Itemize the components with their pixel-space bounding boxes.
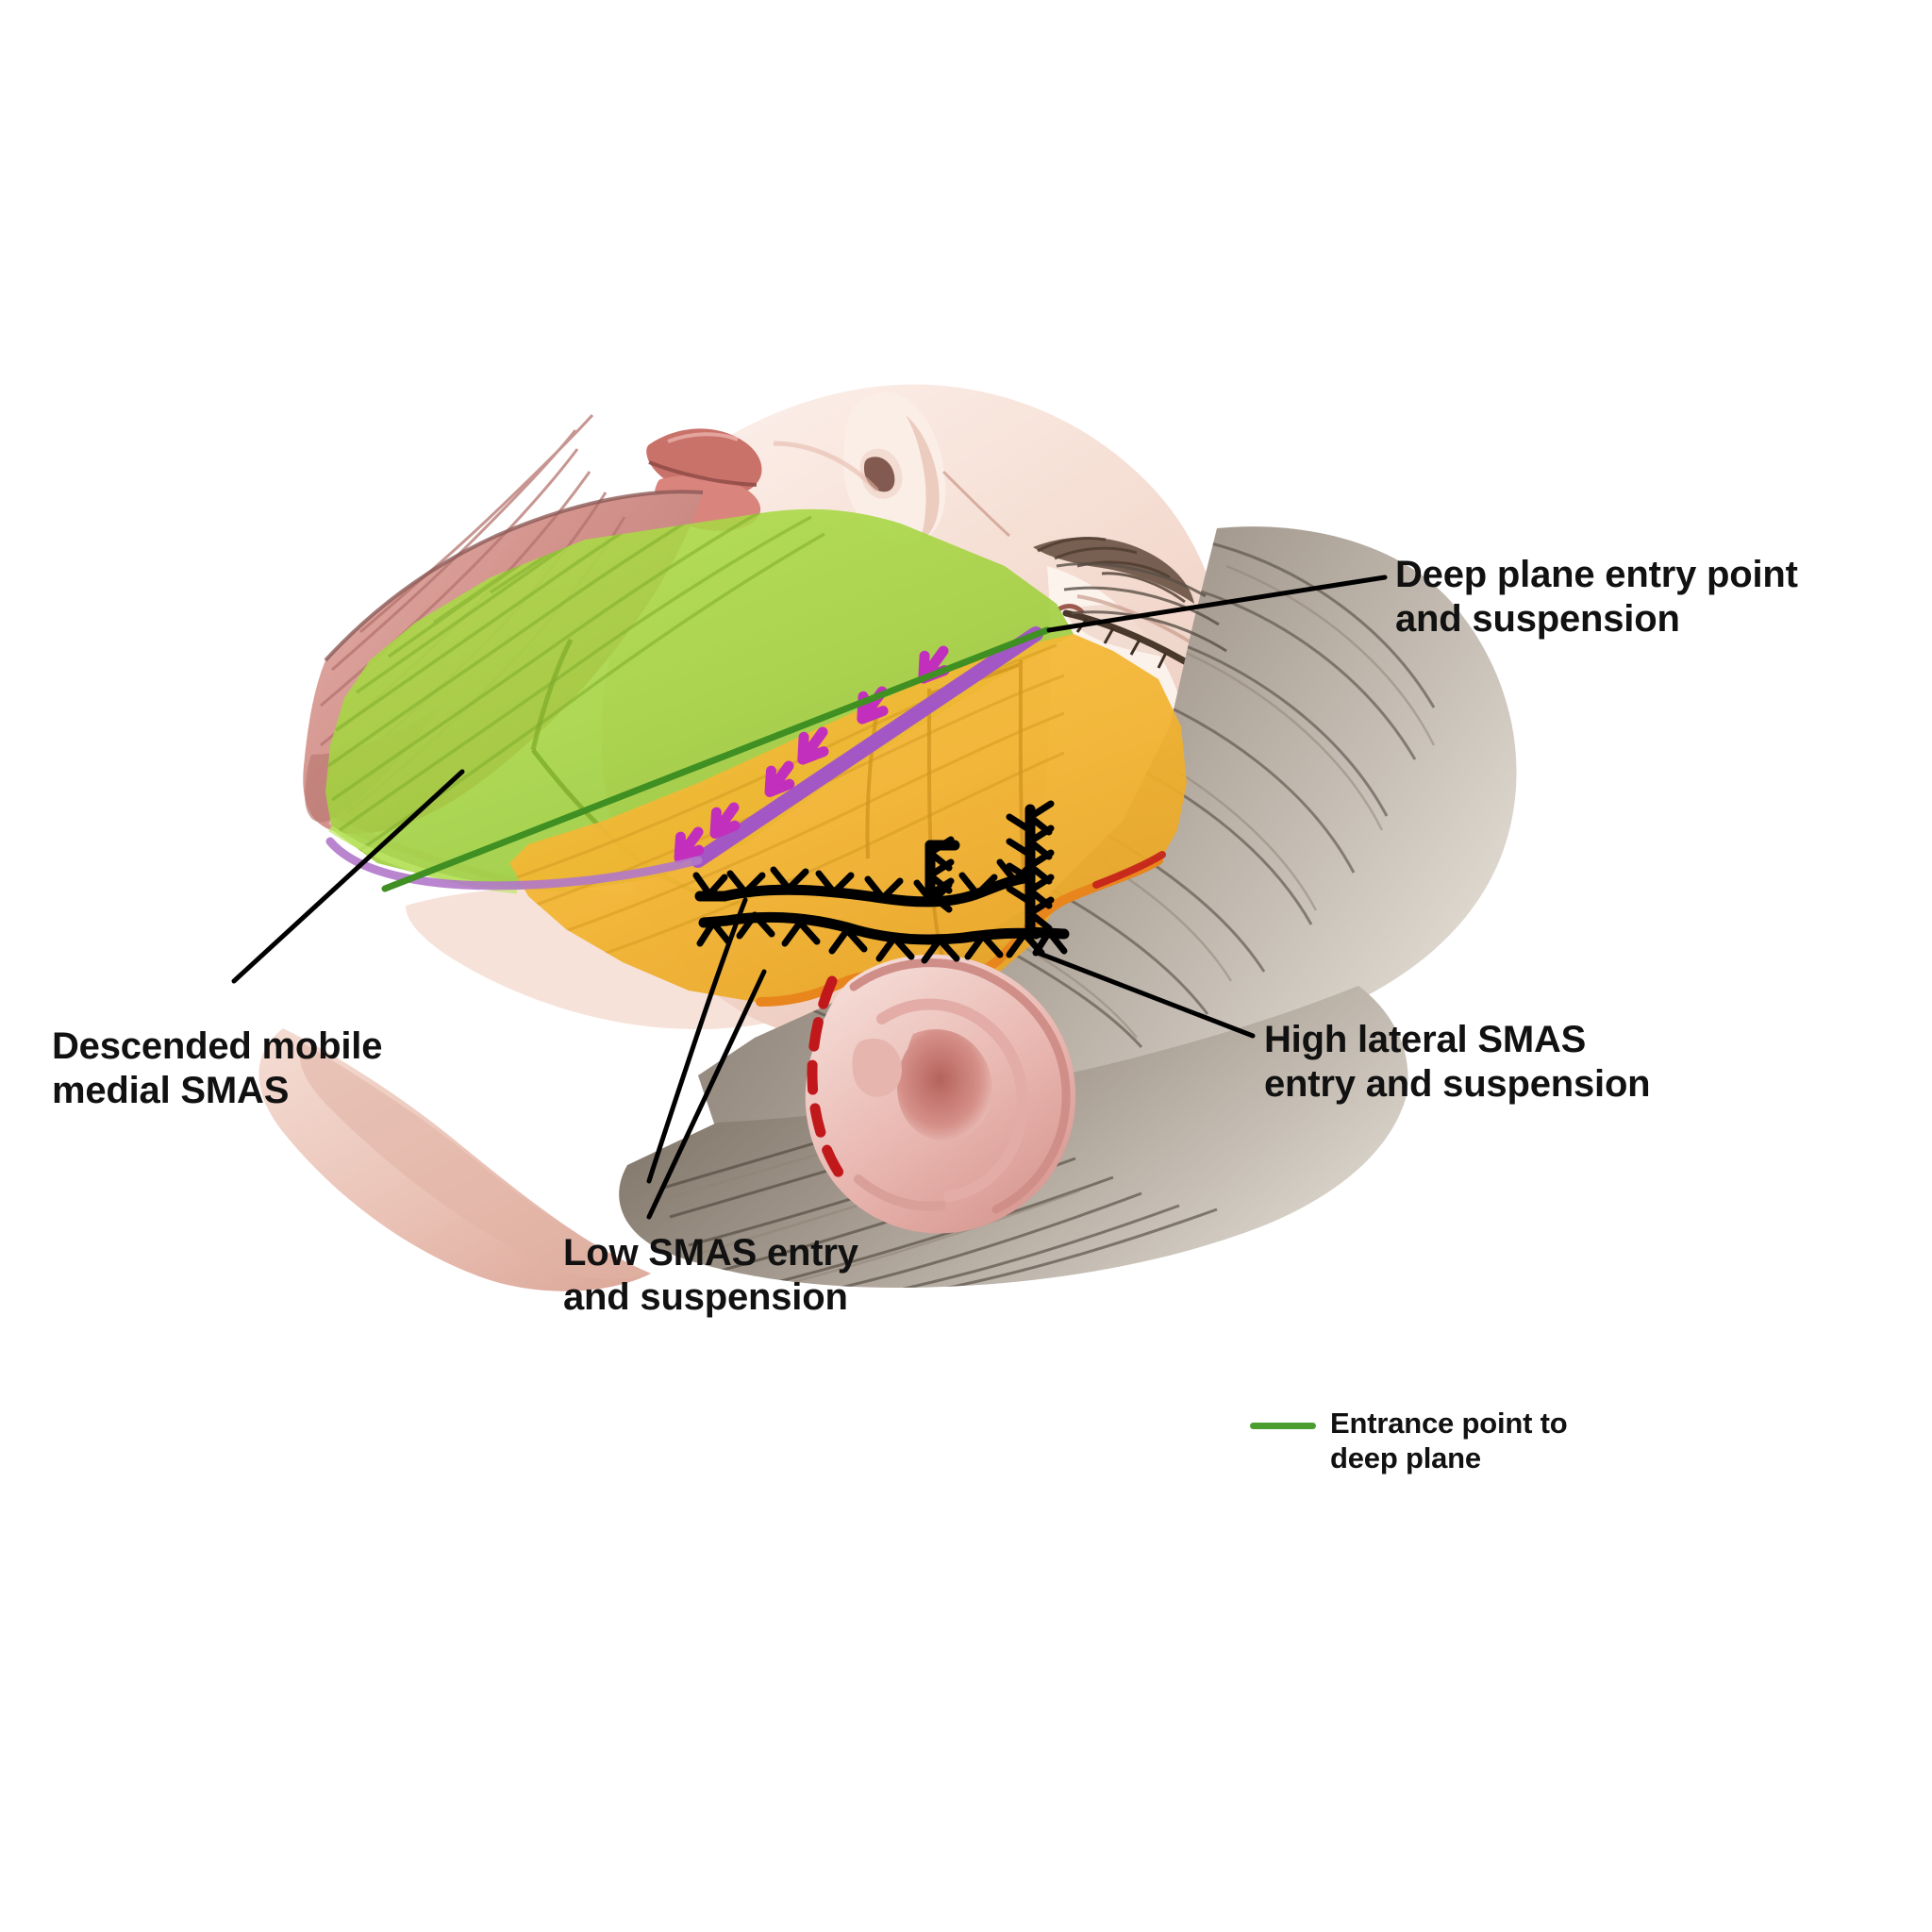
leader-deep-plane <box>1046 575 1388 633</box>
pretragal-incision-dashed <box>807 975 855 1192</box>
ear <box>805 954 1076 1234</box>
platysma-edge <box>324 490 704 662</box>
neck-form-shadow <box>299 1042 651 1280</box>
suture-high-lateral-vertical <box>1006 800 1055 938</box>
cheek-shading <box>773 441 879 492</box>
ear-lobe <box>854 1174 946 1211</box>
orange-preauricular-edge-red <box>1092 851 1166 889</box>
orange-region-fill <box>509 634 1187 1002</box>
green-flap-fold2 <box>530 638 574 751</box>
ear-tragus <box>852 1038 902 1097</box>
legend-green-line-swatch <box>1250 1423 1316 1429</box>
ear-concha <box>896 1028 992 1141</box>
lip-highlight <box>667 432 739 443</box>
nose-bridge-line <box>941 470 1011 538</box>
leader-lines <box>231 575 1388 1220</box>
legend-entrance-point-text: Entrance point to deep plane <box>1330 1407 1568 1475</box>
label-low-smas-entry: Low SMAS entry and suspension <box>563 1232 858 1319</box>
suture-thread-tail <box>646 897 748 1184</box>
suture-mid-vertical <box>924 836 960 913</box>
label-descended-mobile-medial-smas: Descended mobile medial SMAS <box>52 1025 383 1112</box>
leader-high-lateral <box>1035 950 1256 1039</box>
label-high-lateral-smas: High lateral SMAS entry and suspension <box>1264 1019 1651 1106</box>
suture-low-left-tail <box>692 872 732 947</box>
green-flap-fill <box>325 508 1074 891</box>
mouth-line <box>648 460 758 487</box>
eyebrow <box>1033 537 1194 604</box>
label-deep-plane-entry: Deep plane entry point and suspension <box>1395 554 1798 641</box>
nose-shadow <box>906 415 940 541</box>
barbed-sutures <box>646 800 1070 1184</box>
suture-high-lateral-tail <box>1024 926 1070 957</box>
ear-helix-rim <box>849 958 1071 1214</box>
leader-descended-smas <box>231 769 465 984</box>
temporal-hair-wisps <box>1056 562 1227 653</box>
ear-antihelix <box>876 998 1029 1202</box>
leader-low-smas <box>646 969 767 1220</box>
purple-entry-line <box>691 626 1043 868</box>
entrance-point-green-line <box>381 626 1051 892</box>
